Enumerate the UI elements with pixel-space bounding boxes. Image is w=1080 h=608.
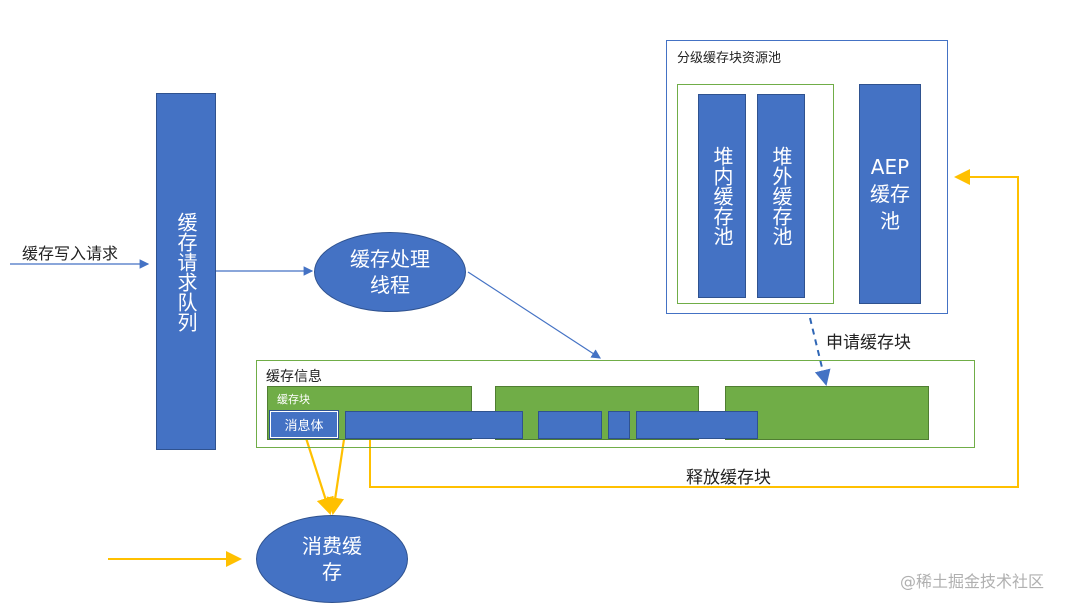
request-queue-label: 缓存请求队列	[174, 211, 198, 332]
process-thread-ellipse: 缓存处理线程	[314, 232, 466, 312]
message-segment-2	[538, 411, 602, 439]
cache-block-label: 缓存块	[277, 393, 310, 406]
arrow-apply-block	[809, 317, 831, 386]
aep-pool: AEP缓存池	[859, 84, 921, 304]
memory-pool-group	[677, 84, 834, 304]
heap-out-pool-label: 堆外缓存池	[769, 146, 793, 246]
cache-info-title: 缓存信息	[266, 369, 322, 385]
consume-cache-label: 消费缓存	[302, 534, 362, 584]
release-block-label: 释放缓存块	[686, 468, 771, 488]
process-thread-label: 缓存处理线程	[350, 247, 430, 297]
consume-cache-ellipse: 消费缓存	[256, 515, 408, 603]
arrow-thread-to-cache-info	[467, 271, 602, 359]
arrow-message-to-consume-a	[304, 437, 334, 516]
heap-in-pool-label: 堆内缓存池	[710, 146, 734, 246]
message-segment-3	[608, 411, 630, 439]
message-segment-1	[345, 411, 523, 439]
resource-pool-frame: 分级缓存块资源池	[666, 40, 948, 314]
watermark: @稀土掘金技术社区	[900, 572, 1045, 591]
message-body-label: 消息体	[284, 419, 324, 434]
arrow-release-block	[369, 169, 1019, 488]
arrow-message-to-consume-b	[326, 425, 348, 516]
aep-pool-label: AEP缓存池	[870, 154, 910, 233]
resource-pool-title: 分级缓存块资源池	[677, 51, 782, 66]
message-body: 消息体	[269, 410, 339, 439]
request-queue-box: 缓存请求队列	[156, 93, 216, 450]
cache-info-frame: 缓存信息	[256, 360, 975, 448]
heap-in-pool: 堆内缓存池	[698, 94, 746, 298]
message-segment-4	[636, 411, 758, 439]
write-request-label: 缓存写入请求	[22, 244, 119, 263]
apply-block-label: 申请缓存块	[826, 333, 911, 353]
cache-block-3	[725, 386, 929, 440]
heap-out-pool: 堆外缓存池	[757, 94, 805, 298]
